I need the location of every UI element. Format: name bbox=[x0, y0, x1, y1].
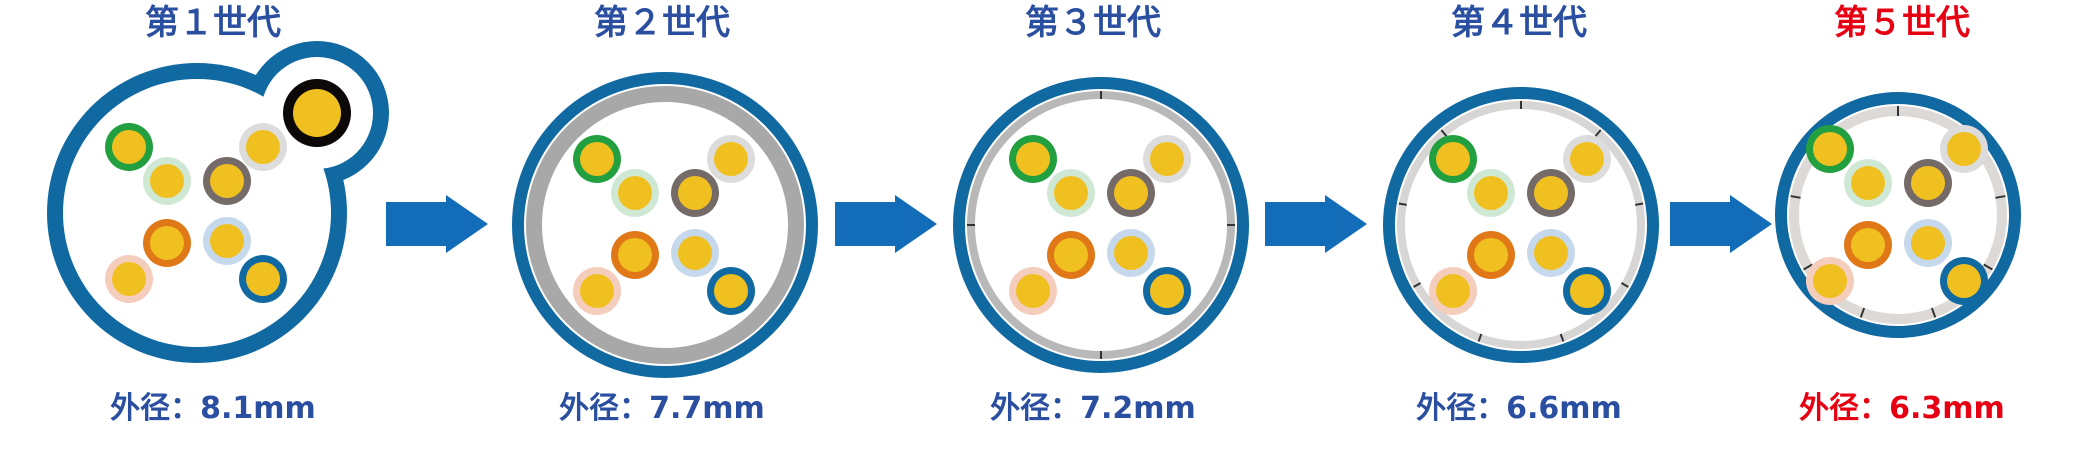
wire-core bbox=[1054, 176, 1088, 210]
shield-tick bbox=[1995, 195, 2006, 199]
cable-interior bbox=[524, 84, 806, 366]
wire-core bbox=[1534, 176, 1568, 210]
wire-core bbox=[618, 176, 652, 210]
cable-generation-2 bbox=[512, 72, 818, 378]
generation-3-diameter: 外径：7.2mm bbox=[990, 391, 1196, 426]
generation-5-diameter: 外径：6.3mm bbox=[1799, 391, 2005, 426]
cable-interior bbox=[1395, 99, 1647, 351]
wire-core bbox=[246, 130, 280, 164]
wire-core bbox=[150, 164, 184, 198]
wire-core bbox=[1911, 166, 1945, 200]
arrow-right-icon bbox=[1265, 195, 1367, 253]
wire-core bbox=[112, 130, 146, 164]
wire-core bbox=[210, 164, 244, 198]
shield-tick bbox=[1594, 129, 1602, 137]
cable-generation-1 bbox=[47, 41, 389, 363]
cable-generation-4 bbox=[1383, 87, 1659, 363]
wire-core bbox=[1813, 132, 1847, 166]
wire-core bbox=[112, 262, 146, 296]
wire-core bbox=[714, 142, 748, 176]
wire-core bbox=[1016, 274, 1050, 308]
wire-core bbox=[1911, 226, 1945, 260]
wire-core bbox=[1150, 274, 1184, 308]
wire-core bbox=[580, 274, 614, 308]
wire-core bbox=[580, 142, 614, 176]
wire-core bbox=[1436, 142, 1470, 176]
cable-generation-3 bbox=[953, 77, 1249, 373]
wire-core bbox=[1054, 238, 1088, 272]
shield-tick bbox=[1477, 333, 1483, 342]
shield-tick bbox=[1440, 129, 1448, 137]
wire-core bbox=[1570, 142, 1604, 176]
wire-core bbox=[678, 176, 712, 210]
wire-core bbox=[1851, 166, 1885, 200]
arrow-right-icon bbox=[386, 195, 488, 253]
shield-tick bbox=[1413, 282, 1422, 288]
shield-tick bbox=[1859, 307, 1866, 318]
wire-core bbox=[618, 238, 652, 272]
wire-core bbox=[678, 236, 712, 270]
shield-tick bbox=[1803, 263, 1813, 271]
shield-tick bbox=[1930, 307, 1937, 318]
generation-1-title: 第１世代 bbox=[145, 3, 281, 43]
drain-wire-core bbox=[293, 89, 341, 137]
generation-2-diameter: 外径：7.7mm bbox=[559, 391, 765, 426]
wire-core bbox=[1851, 228, 1885, 262]
wire-core bbox=[210, 224, 244, 258]
wire-core bbox=[1474, 238, 1508, 272]
wire-core bbox=[1114, 176, 1148, 210]
wire-core bbox=[1947, 132, 1981, 166]
shield-tick bbox=[1620, 282, 1629, 288]
wire-core bbox=[1150, 142, 1184, 176]
wire-core bbox=[1016, 142, 1050, 176]
wire-core bbox=[1114, 236, 1148, 270]
wire-core bbox=[1813, 264, 1847, 298]
wire-core bbox=[1474, 176, 1508, 210]
generation-4-diameter: 外径：6.6mm bbox=[1416, 391, 1622, 426]
generation-2-title: 第２世代 bbox=[594, 3, 730, 43]
wire-core bbox=[1947, 264, 1981, 298]
arrow-right-icon bbox=[1670, 195, 1772, 253]
shield-tick bbox=[1983, 263, 1993, 271]
shield-layer bbox=[526, 86, 804, 364]
shield-tick bbox=[1635, 202, 1644, 206]
wire-core bbox=[150, 226, 184, 260]
wire-core bbox=[246, 262, 280, 296]
wire-core bbox=[1570, 274, 1604, 308]
wire-core bbox=[1436, 274, 1470, 308]
generation-4-title: 第４世代 bbox=[1451, 3, 1587, 43]
cable-interior bbox=[965, 89, 1237, 361]
wire-core bbox=[714, 274, 748, 308]
wire-core bbox=[1534, 236, 1568, 270]
shield-tick bbox=[1398, 202, 1407, 206]
shield-tick bbox=[1559, 333, 1565, 342]
generation-3-title: 第３世代 bbox=[1025, 3, 1161, 43]
shield-tick bbox=[1790, 195, 1801, 199]
generation-1-diameter: 外径：8.1mm bbox=[110, 391, 316, 426]
arrow-right-icon bbox=[835, 195, 937, 253]
cable-generation-5 bbox=[1775, 92, 2021, 338]
generation-5-title: 第５世代 bbox=[1834, 3, 1970, 43]
